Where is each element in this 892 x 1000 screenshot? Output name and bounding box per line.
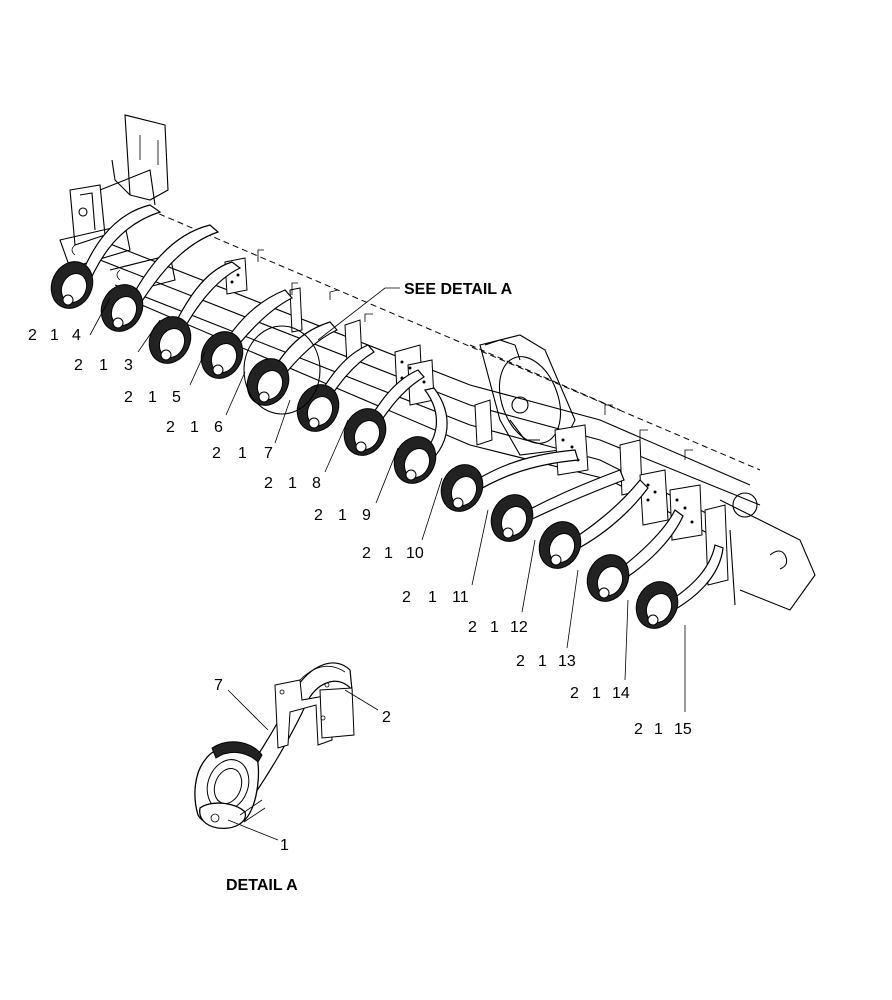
meter-housing bbox=[343, 408, 387, 456]
svg-text:5: 5 bbox=[172, 389, 181, 406]
svg-text:2: 2 bbox=[362, 545, 371, 562]
svg-text:2: 2 bbox=[212, 445, 221, 462]
svg-text:4: 4 bbox=[72, 327, 81, 344]
meter-housing bbox=[296, 384, 340, 432]
meter-housing bbox=[200, 331, 244, 379]
svg-text:11: 11 bbox=[452, 589, 469, 606]
svg-text:2: 2 bbox=[314, 507, 323, 524]
callout-row-10: 2 1 12 bbox=[468, 619, 528, 636]
svg-text:1: 1 bbox=[190, 419, 199, 436]
detail-callout-tube: 7 bbox=[214, 677, 223, 694]
svg-text:13: 13 bbox=[558, 653, 576, 670]
callout-row-7: 2 1 9 bbox=[314, 507, 371, 524]
callout-row-12: 2 1 14 bbox=[570, 685, 630, 702]
svg-text:2: 2 bbox=[74, 357, 83, 374]
meter-housing bbox=[490, 494, 534, 542]
svg-text:2: 2 bbox=[166, 419, 175, 436]
svg-text:1: 1 bbox=[654, 721, 663, 738]
callout-row-5: 2 1 7 bbox=[212, 445, 273, 462]
callout-row-1: 2 1 4 bbox=[28, 327, 81, 344]
callout-row-6: 2 1 8 bbox=[264, 475, 321, 492]
detail-leader-coupler bbox=[227, 819, 279, 841]
svg-text:1: 1 bbox=[238, 445, 247, 462]
svg-text:14: 14 bbox=[612, 685, 630, 702]
svg-text:2: 2 bbox=[28, 327, 37, 344]
callout-row-4: 2 1 6 bbox=[166, 419, 223, 436]
detail-callout-bracket: 2 bbox=[382, 709, 391, 726]
detail-a-circle bbox=[243, 325, 321, 415]
detail-leader-tube bbox=[227, 689, 269, 731]
svg-text:1: 1 bbox=[99, 357, 108, 374]
detail-a-view bbox=[194, 662, 355, 829]
svg-text:2: 2 bbox=[634, 721, 643, 738]
svg-text:1: 1 bbox=[50, 327, 59, 344]
svg-text:12: 12 bbox=[510, 619, 528, 636]
callout-row-3: 2 1 5 bbox=[124, 389, 181, 406]
meter-housing bbox=[538, 521, 582, 569]
svg-text:1: 1 bbox=[148, 389, 157, 406]
svg-text:15: 15 bbox=[674, 721, 692, 738]
svg-text:9: 9 bbox=[362, 507, 371, 524]
svg-text:6: 6 bbox=[214, 419, 223, 436]
svg-text:2: 2 bbox=[124, 389, 133, 406]
svg-text:2: 2 bbox=[264, 475, 273, 492]
svg-text:2: 2 bbox=[468, 619, 477, 636]
row-callouts: 2 1 4 2 1 3 2 1 5 2 1 6 2 1 7 2 1 8 bbox=[28, 327, 692, 738]
svg-text:8: 8 bbox=[312, 475, 321, 492]
meter-housing bbox=[635, 581, 679, 629]
svg-text:3: 3 bbox=[124, 357, 133, 374]
svg-text:1: 1 bbox=[288, 475, 297, 492]
svg-text:2: 2 bbox=[402, 589, 411, 606]
svg-text:7: 7 bbox=[264, 445, 273, 462]
meter-housing bbox=[393, 436, 437, 484]
detail-callout-coupler: 1 bbox=[280, 837, 289, 854]
detail-leader-bracket bbox=[344, 689, 379, 711]
meter-housing bbox=[50, 261, 94, 309]
svg-text:1: 1 bbox=[490, 619, 499, 636]
svg-text:1: 1 bbox=[428, 589, 437, 606]
svg-text:1: 1 bbox=[338, 507, 347, 524]
svg-text:10: 10 bbox=[406, 545, 424, 562]
meter-housing bbox=[586, 554, 630, 602]
callout-leaders bbox=[89, 287, 686, 712]
meter-housing bbox=[100, 284, 144, 332]
svg-text:1: 1 bbox=[538, 653, 547, 670]
row-units bbox=[50, 204, 724, 629]
callout-row-13: 2 1 15 bbox=[634, 721, 692, 738]
meter-housing bbox=[440, 464, 484, 512]
callout-row-8: 2 1 10 bbox=[362, 545, 424, 562]
callout-row-11: 2 1 13 bbox=[516, 653, 576, 670]
svg-text:2: 2 bbox=[516, 653, 525, 670]
svg-text:1: 1 bbox=[384, 545, 393, 562]
see-detail-label: SEE DETAIL A bbox=[404, 281, 513, 298]
callout-row-9: 2 1 11 bbox=[402, 589, 469, 606]
svg-text:1: 1 bbox=[592, 685, 601, 702]
detail-a-title: DETAIL A bbox=[226, 877, 298, 894]
meter-housing bbox=[148, 316, 192, 364]
callout-row-2: 2 1 3 bbox=[74, 357, 133, 374]
svg-text:2: 2 bbox=[570, 685, 579, 702]
meter-housing bbox=[246, 358, 290, 406]
